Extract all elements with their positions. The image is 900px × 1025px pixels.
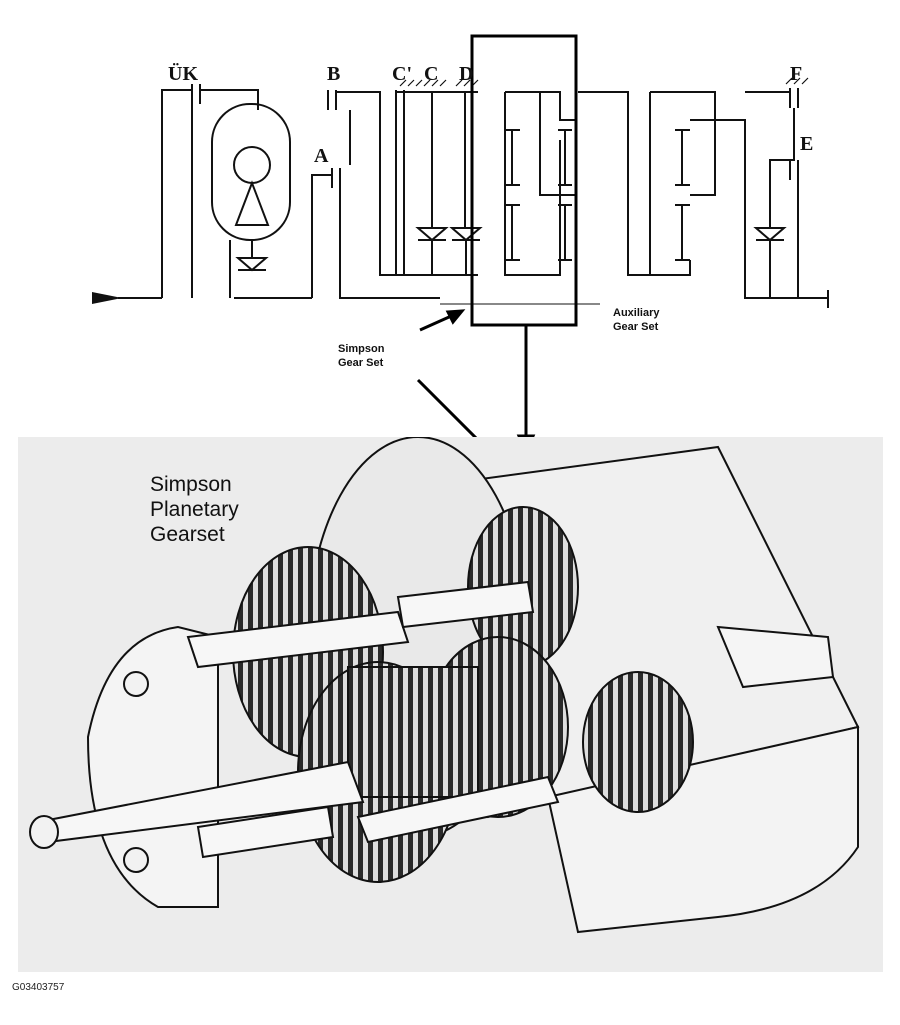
front-carrier-plate xyxy=(86,625,219,908)
title-line: Planetary xyxy=(150,498,239,521)
input-arrow-icon xyxy=(92,292,122,304)
figure-id: G03403757 xyxy=(12,982,65,993)
label-c-prime: C' xyxy=(392,63,412,85)
output-shaft xyxy=(716,625,835,689)
label-a: A xyxy=(314,145,329,167)
pinion-pin-rear xyxy=(396,580,535,629)
torque-converter xyxy=(211,103,291,241)
label-b: B xyxy=(327,63,340,85)
converter-pump xyxy=(233,146,271,184)
title-line: Gearset xyxy=(150,523,225,546)
simpson-gear-set-label: Simpson Gear Set xyxy=(338,342,384,370)
planet-gear-block xyxy=(347,666,479,798)
planet-gear xyxy=(582,671,694,813)
freewheel-e-icon xyxy=(753,227,787,242)
auxiliary-gear-set-label: Auxiliary Gear Set xyxy=(613,306,659,334)
label-e: E xyxy=(800,133,813,155)
pinion-pin-mid xyxy=(356,775,560,844)
freewheel-d-icon xyxy=(449,227,483,242)
cutaway-title: Simpson Planetary Gearset xyxy=(150,472,239,547)
freewheel-icon xyxy=(235,257,269,272)
pinion-pin-upper xyxy=(186,610,410,669)
freewheel-c-icon xyxy=(415,227,449,242)
callout-line: Gear Set xyxy=(613,321,659,333)
input-shaft-end xyxy=(29,815,59,849)
label-d: D xyxy=(459,63,473,85)
cutaway-panel xyxy=(18,437,883,972)
callout-line: Simpson xyxy=(338,343,385,355)
title-line: Simpson xyxy=(150,473,232,496)
carrier-bolt-lower xyxy=(123,847,149,873)
pinion-pin-low xyxy=(196,805,335,859)
label-c: C xyxy=(424,63,438,85)
callout-line: Gear Set xyxy=(338,357,384,369)
simpson-highlight-box xyxy=(470,34,578,327)
label-f: F xyxy=(790,63,802,85)
label-uk: ÜK xyxy=(168,62,198,85)
gearset-cutaway-illustration xyxy=(29,437,860,934)
carrier-bolt-upper xyxy=(123,671,149,697)
cutaway-pointer-arrow xyxy=(416,378,481,440)
transmission-schematic: ÜK B A C' C D F E xyxy=(92,34,829,440)
callout-line: Auxiliary xyxy=(613,307,660,319)
housing-front-cut xyxy=(546,725,859,934)
torque-converter-housing xyxy=(161,89,259,298)
